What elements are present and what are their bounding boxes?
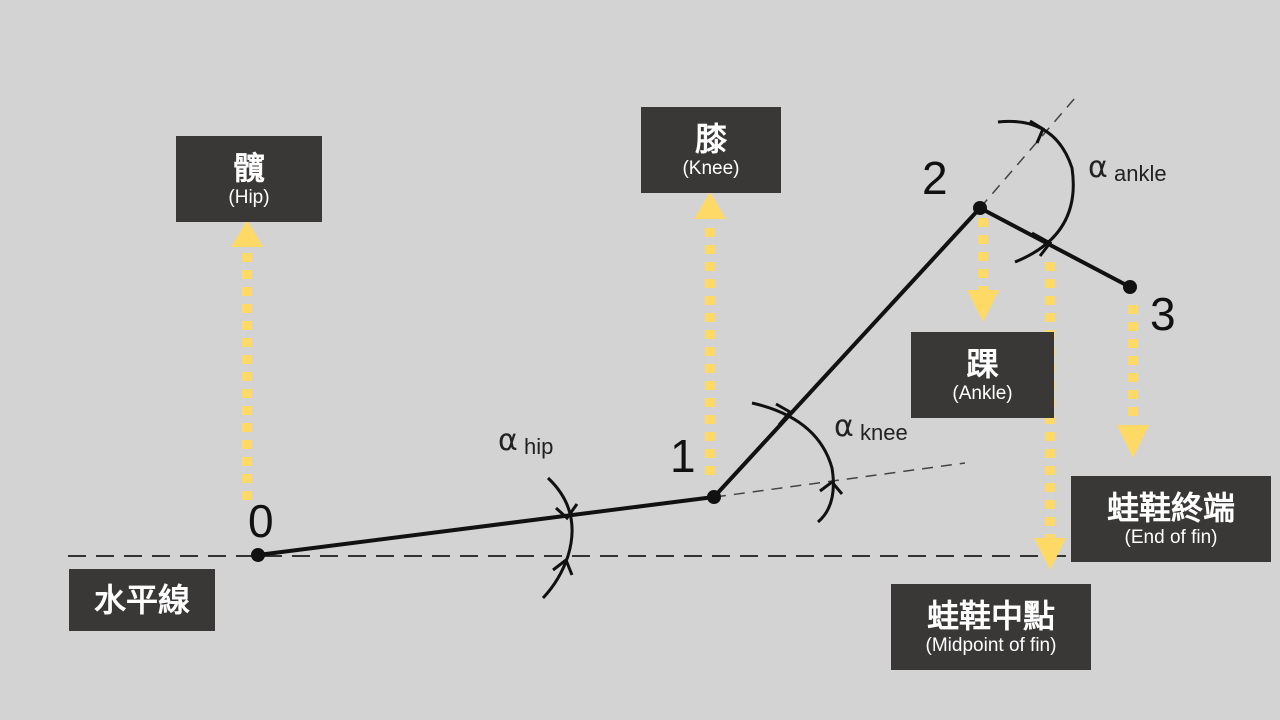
alpha-hip-symbol: α — [498, 423, 518, 458]
fin-end-arrowhead — [1117, 425, 1149, 458]
ankle-arrow-top — [1029, 119, 1045, 144]
ankle-label-en: (Ankle) — [952, 383, 1013, 404]
knee-label-zh: 膝 — [694, 120, 727, 158]
node-label-0: 0 — [248, 495, 274, 547]
fin-mid-label-box: 蛙鞋中點 (Midpoint of fin) — [891, 584, 1091, 670]
fin-end-label-box: 蛙鞋終端 (End of fin) — [1071, 476, 1271, 562]
knee-arrow-bottom — [819, 479, 844, 495]
fin-mid-arrowhead — [1034, 538, 1066, 570]
joint-dot-3 — [1123, 280, 1137, 294]
knee-arrow-top — [775, 402, 793, 426]
shin-extension-line — [979, 97, 1076, 209]
thigh-segment — [256, 495, 716, 557]
ankle-arrow-bottom — [1031, 231, 1053, 257]
knee-arrowhead — [694, 192, 726, 219]
thigh-extension-line — [714, 462, 966, 498]
node-label-2: 2 — [922, 152, 948, 204]
limb-segments — [256, 206, 1132, 557]
fin-mid-label-zh: 蛙鞋中點 — [926, 597, 1055, 635]
horizontal-label-box: 水平線 — [69, 569, 215, 631]
hip-angle-arc — [541, 476, 574, 600]
alpha-hip-label: α hip — [498, 423, 553, 459]
alpha-knee-symbol: α — [834, 409, 854, 444]
knee-label-box: 膝 (Knee) — [641, 107, 781, 193]
alpha-knee-subscript: knee — [860, 420, 908, 445]
hip-label-en: (Hip) — [228, 187, 270, 208]
hip-label-box: 髖 (Hip) — [176, 136, 322, 222]
knee-angle-arc — [751, 401, 835, 524]
joint-dot-0 — [251, 548, 265, 562]
alpha-hip-subscript: hip — [524, 434, 553, 459]
alpha-ankle-label: α ankle — [1088, 150, 1167, 186]
alpha-ankle-subscript: ankle — [1114, 161, 1167, 186]
node-label-3: 3 — [1150, 288, 1176, 340]
joint-dot-1 — [707, 490, 721, 504]
shin-segment — [712, 206, 982, 499]
knee-label-en: (Knee) — [682, 158, 740, 179]
fin-end-label-en: (End of fin) — [1124, 527, 1218, 548]
hip-label-zh: 髖 — [232, 149, 265, 187]
hip-arrow-bottom — [552, 557, 574, 576]
hip-arrowhead — [231, 220, 263, 247]
joint-dot-2 — [973, 201, 987, 215]
fin-mid-label-en: (Midpoint of fin) — [925, 635, 1057, 656]
ankle-label-zh: 踝 — [966, 345, 999, 383]
ankle-arrowhead — [967, 290, 999, 322]
alpha-knee-label: α knee — [834, 409, 908, 445]
horizontal-label-zh: 水平線 — [93, 581, 190, 619]
alpha-ankle-symbol: α — [1088, 150, 1108, 185]
ankle-label-box: 踝 (Ankle) — [911, 332, 1054, 418]
hip-arrow-top — [554, 503, 579, 521]
node-label-1: 1 — [670, 430, 696, 482]
fin-end-label-zh: 蛙鞋終端 — [1106, 489, 1235, 527]
foot-fin-segment — [978, 206, 1132, 289]
